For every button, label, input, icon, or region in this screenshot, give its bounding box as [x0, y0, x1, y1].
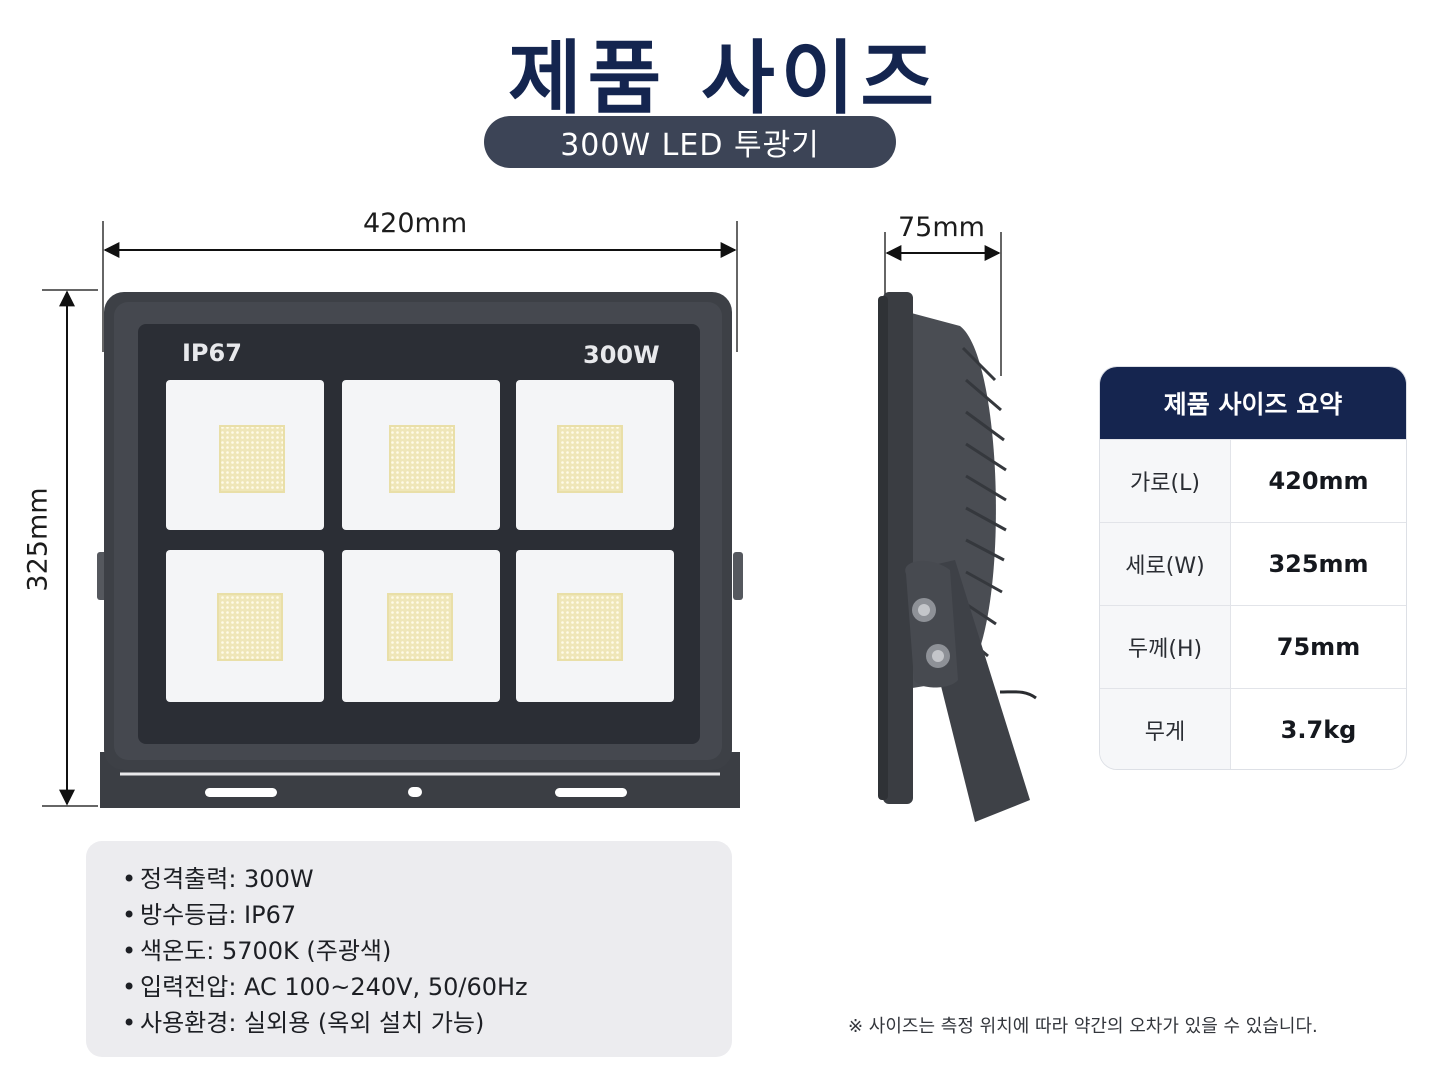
- spec-item-text: 입력전압: AC 100~240V, 50/60Hz: [140, 973, 528, 1001]
- spec-list-panel: •정격출력: 300W •방수등급: IP67 •색온도: 5700K (주광색…: [86, 841, 732, 1057]
- spec-item: •색온도: 5700K (주광색): [122, 937, 392, 965]
- spec-item-text: 방수등급: IP67: [140, 901, 297, 929]
- floodlight-front-view: IP67 300W: [97, 292, 743, 808]
- spec-item: •방수등급: IP67: [122, 901, 297, 929]
- height-dimension-line: [42, 289, 98, 807]
- depth-dimension-line: [884, 232, 1002, 376]
- spec-item-text: 정격출력: 300W: [140, 865, 314, 893]
- summary-row-value: 325mm: [1268, 550, 1369, 578]
- ip-rating-label: IP67: [182, 339, 242, 367]
- led-module-3: [516, 380, 674, 530]
- led-module-5: [342, 550, 500, 702]
- spec-item: •정격출력: 300W: [122, 865, 314, 893]
- width-dimension-label: 420mm: [363, 208, 468, 239]
- led-module-6: [516, 550, 674, 702]
- summary-row-label: 두께(H): [1100, 606, 1231, 688]
- summary-row: 두께(H) 75mm: [1100, 605, 1406, 688]
- spec-item: •사용환경: 실외용 (옥외 설치 가능): [122, 1009, 485, 1037]
- summary-row-value: 3.7kg: [1280, 716, 1357, 744]
- measurement-note: ※ 사이즈는 측정 위치에 따라 약간의 오차가 있을 수 있습니다.: [848, 1016, 1318, 1037]
- summary-row-label: 무게: [1100, 689, 1231, 769]
- spec-item: •입력전압: AC 100~240V, 50/60Hz: [122, 973, 528, 1001]
- spec-item-text: 사용환경: 실외용 (옥외 설치 가능): [140, 1009, 485, 1037]
- spec-item-text: 색온도: 5700K (주광색): [140, 937, 392, 965]
- summary-row: 무게 3.7kg: [1100, 688, 1406, 769]
- led-module-2: [342, 380, 500, 530]
- summary-row-value: 75mm: [1276, 633, 1361, 661]
- floodlight-side-view: [878, 292, 1037, 822]
- page-title: 제품 사이즈: [508, 32, 940, 125]
- summary-title: 제품 사이즈 요약: [1100, 367, 1406, 439]
- size-summary-table: 제품 사이즈 요약 가로(L) 420mm 세로(W) 325mm 두께(H) …: [1099, 366, 1407, 770]
- led-module-1: [166, 380, 324, 530]
- product-subtitle-badge: 300W LED 투광기: [484, 116, 896, 168]
- depth-dimension-label: 75mm: [898, 212, 985, 243]
- power-rating-label: 300W: [583, 341, 660, 369]
- summary-row: 가로(L) 420mm: [1100, 439, 1406, 522]
- summary-row-label: 세로(W): [1100, 523, 1231, 605]
- width-dimension-line: [102, 221, 738, 352]
- summary-row-label: 가로(L): [1100, 440, 1231, 522]
- led-module-4: [166, 550, 324, 702]
- summary-row: 세로(W) 325mm: [1100, 522, 1406, 605]
- summary-row-value: 420mm: [1268, 467, 1369, 495]
